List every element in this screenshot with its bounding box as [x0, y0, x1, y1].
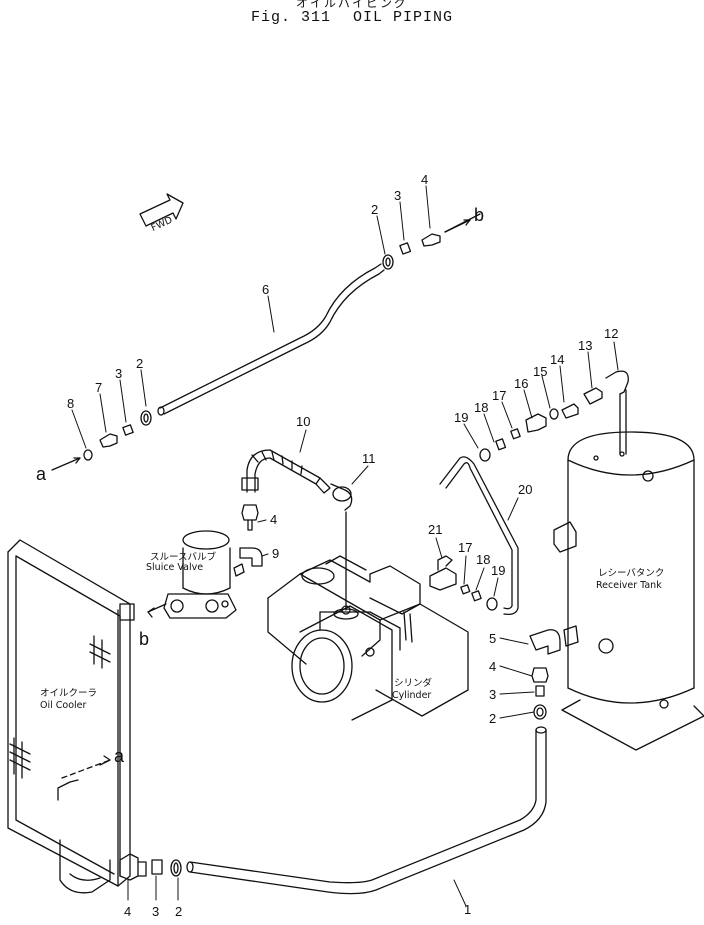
- fittings-hose-10: [233, 504, 347, 611]
- sluice-valve-label: Sluice Valve: [146, 562, 203, 573]
- sluice-valve-jp-label: スルースバルブ: [150, 551, 217, 563]
- callout-3-side: 3: [489, 687, 496, 702]
- hose-6: [157, 263, 385, 416]
- callout-1: 1: [464, 902, 471, 917]
- callout-16: 16: [514, 376, 528, 391]
- callout-2-side: 2: [489, 711, 496, 726]
- callout-10: 10: [296, 414, 310, 429]
- callout-15: 15: [533, 364, 547, 379]
- fittings-21: [429, 555, 498, 611]
- callout-17-side: 17: [458, 540, 472, 555]
- callout-11: 11: [362, 451, 376, 466]
- fittings-bottom: [119, 853, 182, 881]
- callout-14: 14: [550, 352, 564, 367]
- pipe-20: [439, 456, 519, 616]
- sluice-valve: [147, 530, 237, 619]
- connection-b-valve: b: [139, 629, 149, 649]
- callout-2-bottom: 2: [175, 904, 182, 919]
- callout-2-top: 2: [371, 202, 378, 217]
- callout-5: 5: [489, 631, 496, 646]
- pipe-1: [186, 726, 547, 895]
- callout-17-top: 17: [492, 388, 506, 403]
- callout-4-bottom: 4: [124, 904, 131, 919]
- fittings-tank-side: [529, 629, 561, 720]
- cylinder-label: Cylinder: [392, 690, 431, 701]
- hose-10: [241, 449, 353, 511]
- callout-20: 20: [518, 482, 532, 497]
- callout-3-left: 3: [115, 366, 122, 381]
- fwd-label: FWD: [150, 215, 175, 234]
- connection-a-left: a: [36, 464, 47, 484]
- callout-18-side: 18: [476, 552, 490, 567]
- figure-name: OIL PIPING: [353, 9, 454, 26]
- callout-3-top: 3: [394, 188, 401, 203]
- callout-18-top: 18: [474, 400, 488, 415]
- figure-title: Fig. 311 OIL PIPING: [0, 9, 704, 26]
- callout-4-hose: 4: [270, 512, 277, 527]
- connection-a-cooler: a: [114, 746, 125, 766]
- oil-cooler-jp-label: オイルクーラ: [40, 688, 97, 699]
- connection-b-top: b: [474, 205, 484, 225]
- fittings-tank-top: [479, 370, 629, 462]
- receiver-tank: [553, 431, 704, 751]
- callout-4-top: 4: [421, 172, 428, 187]
- callout-8: 8: [67, 396, 74, 411]
- fwd-arrow: [139, 193, 184, 227]
- callout-2-left: 2: [136, 356, 143, 371]
- callout-9: 9: [272, 546, 279, 561]
- callout-4-side: 4: [489, 659, 496, 674]
- title-japanese: オイルパイピング: [295, 0, 408, 10]
- callout-13: 13: [578, 338, 592, 353]
- callout-3-bottom: 3: [152, 904, 159, 919]
- callout-19-side: 19: [491, 563, 505, 578]
- figure-number: Fig. 311: [250, 9, 331, 26]
- receiver-tank-label: Receiver Tank: [596, 580, 662, 591]
- leader-lines: [71, 185, 619, 907]
- cylinder: [267, 555, 469, 721]
- fittings-upper-right: [382, 219, 471, 270]
- callout-12: 12: [604, 326, 618, 341]
- callout-19-top: 19: [454, 410, 468, 425]
- fittings-upper-left: [51, 213, 481, 471]
- cylinder-jp-label: シリンダ: [394, 677, 433, 689]
- receiver-tank-jp-label: レシーバタンク: [598, 568, 664, 579]
- callout-7: 7: [95, 380, 102, 395]
- oil-cooler-label: Oil Cooler: [40, 700, 87, 711]
- oil-cooler: [7, 539, 135, 894]
- callout-6: 6: [262, 282, 269, 297]
- callout-21: 21: [428, 522, 442, 537]
